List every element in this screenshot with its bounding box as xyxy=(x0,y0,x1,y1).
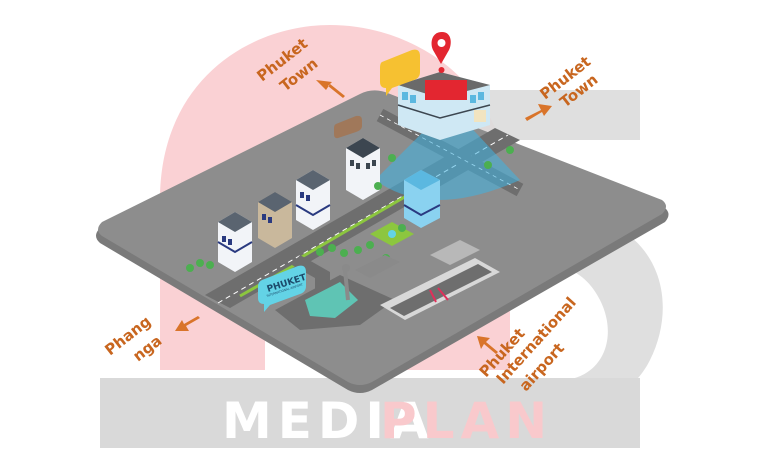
building xyxy=(295,170,331,230)
trees xyxy=(186,146,514,272)
building xyxy=(346,138,380,200)
watermark-plan: PLAN xyxy=(380,392,553,450)
speech-bubble-icon xyxy=(380,49,420,96)
building xyxy=(403,170,441,228)
location-pin-icon xyxy=(431,32,451,73)
watermark-media: MEDIA xyxy=(222,392,435,450)
airport-sign: PHUKET INTERNATIONAL AIRPORT xyxy=(258,265,308,312)
arrow-nw-icon xyxy=(316,80,345,98)
airport-terminal xyxy=(305,282,358,318)
buildings xyxy=(217,138,441,272)
shop-sign xyxy=(334,115,362,139)
arrow-ne-icon xyxy=(525,104,552,121)
highlighted-store xyxy=(397,72,491,140)
arrow-airport-icon xyxy=(477,336,498,354)
store-red-roof xyxy=(425,80,467,100)
arrow-sw-icon xyxy=(175,316,200,331)
building xyxy=(217,212,253,272)
airport xyxy=(275,240,500,330)
building xyxy=(258,192,292,248)
